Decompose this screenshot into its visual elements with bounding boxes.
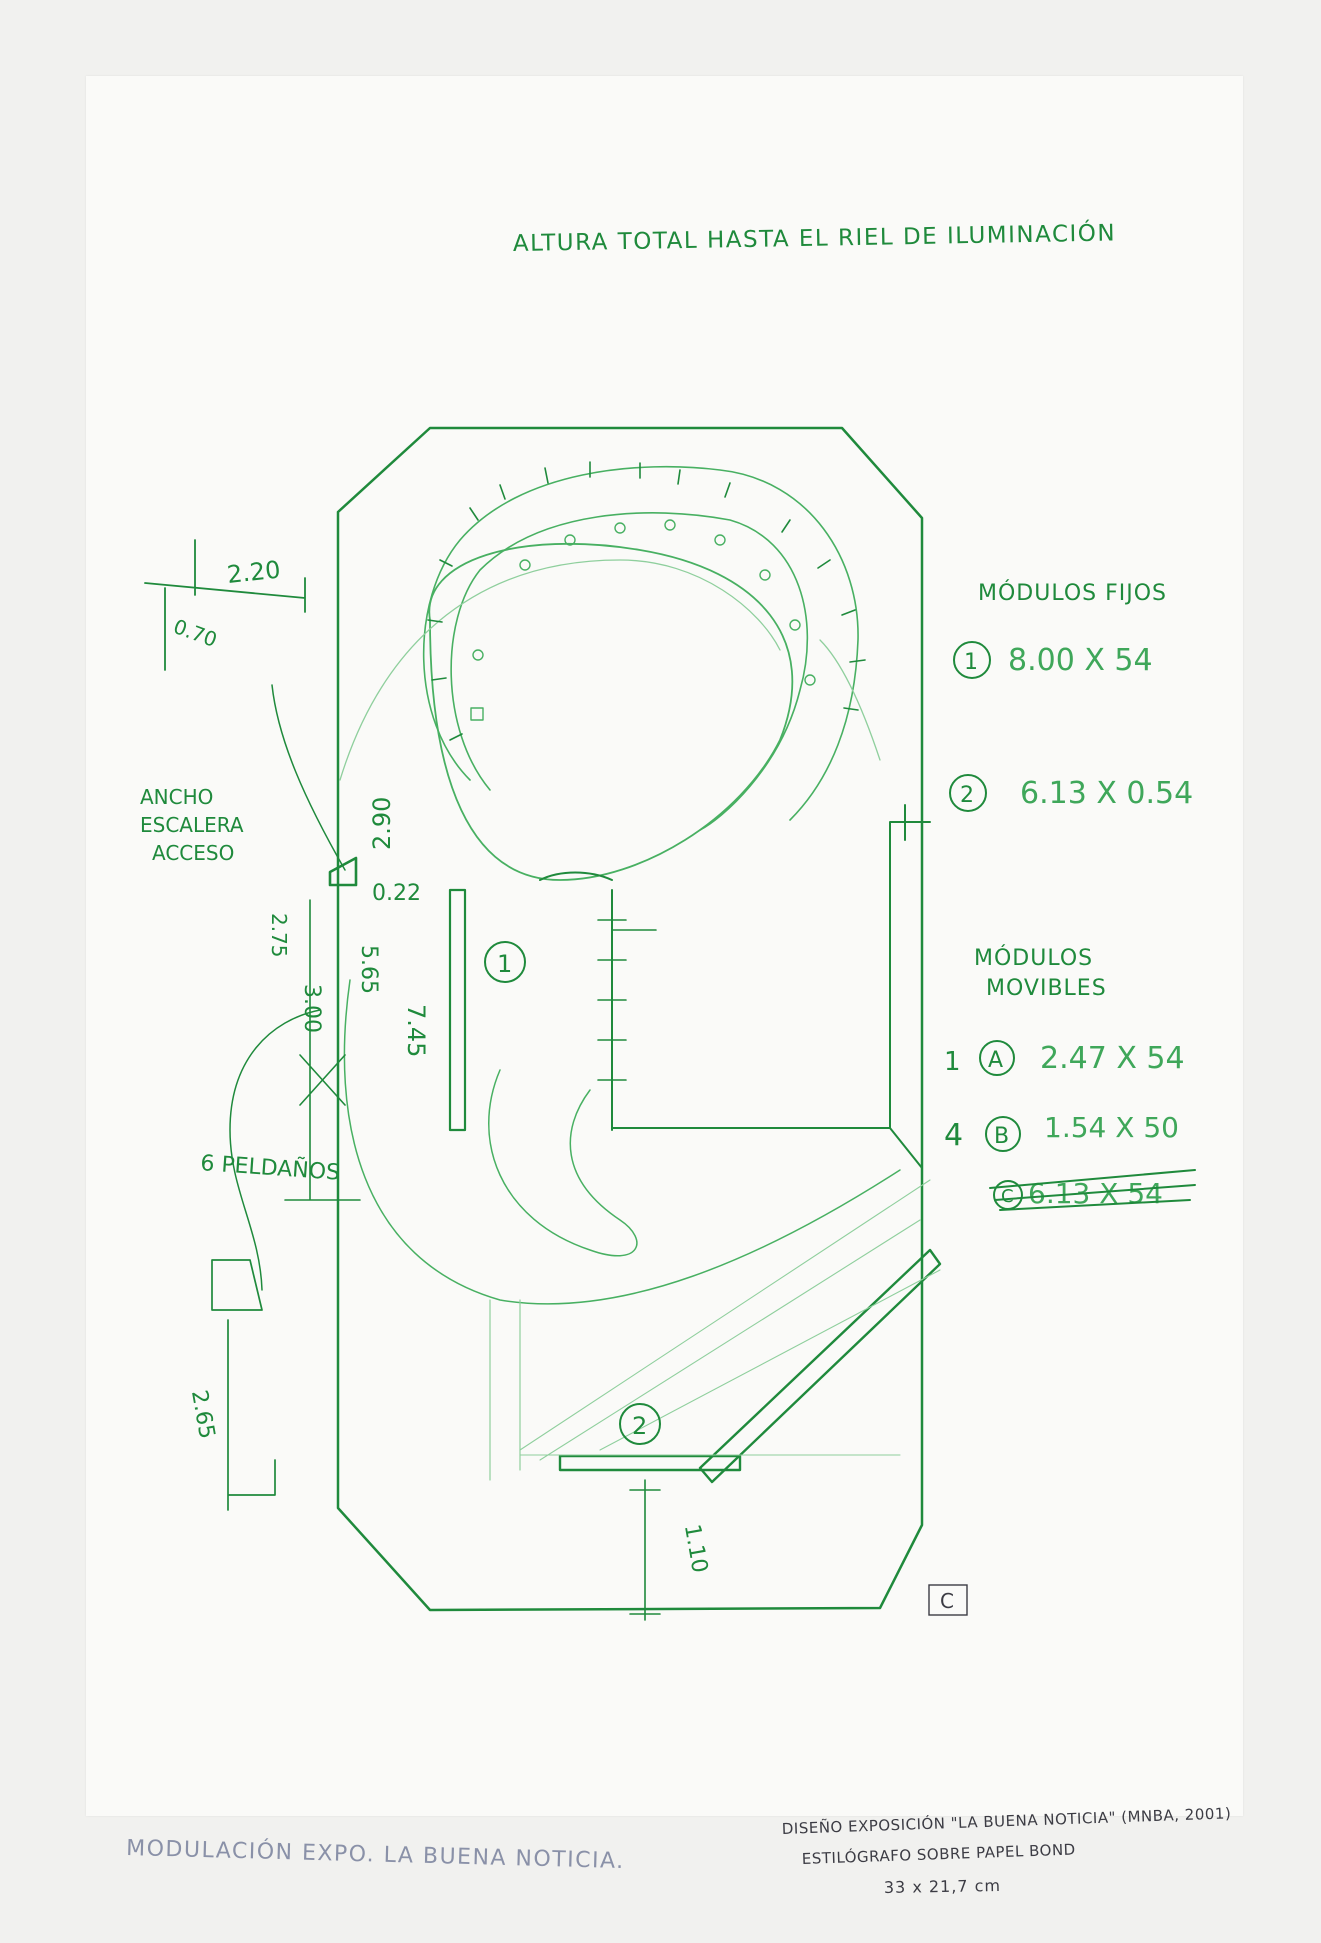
dim-565: 5.65 (356, 945, 381, 994)
fixed-module-1: 1 8.00 X 54 (953, 641, 1153, 679)
diagonal-hatch (519, 1179, 941, 1461)
right-wall-module (889, 804, 931, 1129)
dim-275: 2.75 (267, 913, 291, 958)
spiral-inner (450, 512, 809, 831)
svg-text:1: 1 (944, 1047, 961, 1077)
footer-caption-3: 33 x 21,7 cm (884, 1876, 1001, 1897)
svg-text:A: A (988, 1048, 1003, 1073)
movable-modules-title-2: MOVIBLES (986, 976, 1107, 1001)
stair-note-line2: ESCALERA (140, 813, 244, 837)
dim-265: 2.65 (186, 1388, 219, 1441)
spiral-outer (422, 465, 859, 821)
movable-module-a: 1 A 2.47 X 54 (944, 1040, 1185, 1077)
fixed-modules-title: MÓDULOS FIJOS (978, 580, 1167, 606)
stair-block (328, 856, 358, 887)
svg-text:2: 2 (632, 1412, 647, 1440)
flow-curve-1 (343, 979, 901, 1305)
wall-module-1 (448, 888, 467, 1132)
fixed-module-2: 2 6.13 X 0.54 (949, 774, 1193, 812)
plan-marker-2: 2 (619, 1403, 661, 1445)
svg-text:C: C (940, 1589, 954, 1613)
dim-070: 0.70 (170, 614, 220, 652)
svg-text:6.13 X 0.54: 6.13 X 0.54 (1020, 776, 1193, 811)
footer-caption-2: ESTILÓGRAFO SOBRE PAPEL BOND (801, 1839, 1076, 1868)
oval-room (428, 543, 794, 881)
header-note: ALTURA TOTAL HASTA EL RIEL DE ILUMINACIÓ… (513, 218, 1117, 257)
svg-text:2.47 X 54: 2.47 X 54 (1040, 1041, 1185, 1076)
paper-sheet (86, 76, 1243, 1816)
dim-110: 1.10 (679, 1522, 712, 1575)
lower-left-dims (211, 1259, 276, 1511)
svg-text:4: 4 (944, 1118, 963, 1153)
dim-745: 7.45 (402, 1004, 430, 1057)
dim-220-line (144, 539, 306, 671)
dim-290: 2.90 (368, 797, 396, 850)
spiral-small-loops (470, 519, 816, 721)
footer-title: MODULACIÓN EXPO. LA BUENA NOTICIA. (126, 1835, 625, 1874)
spiral-ticks (427, 461, 866, 741)
svg-text:1: 1 (497, 950, 512, 978)
movable-module-c-struck: C 6.13 X 54 (989, 1169, 1196, 1211)
dim-022: 0.22 (372, 881, 421, 906)
wall-module-2 (558, 1454, 742, 1472)
stair-leader (271, 684, 346, 871)
sheet-mark: C (928, 1584, 968, 1616)
dim-300: 3.00 (299, 984, 324, 1033)
svg-text:B: B (994, 1124, 1009, 1149)
step-curve (229, 1009, 321, 1291)
svg-text:2: 2 (960, 783, 974, 808)
stem-ticks (597, 919, 657, 1081)
plan-marker-1: 1 (484, 941, 526, 983)
sweep-curve-2 (819, 639, 881, 761)
svg-text:8.00 X 54: 8.00 X 54 (1008, 643, 1153, 678)
svg-text:C: C (1001, 1186, 1014, 1207)
steps-note: 6 PELDAÑOS (200, 1149, 341, 1186)
dim-220: 2.20 (226, 556, 282, 589)
diagonal-module (698, 1248, 942, 1484)
stair-note-line3: ACCESO (152, 841, 234, 865)
svg-text:1.54 X 50: 1.54 X 50 (1044, 1111, 1179, 1144)
footer-caption-1: DISEÑO EXPOSICIÓN "LA BUENA NOTICIA" (MN… (781, 1803, 1231, 1838)
movable-module-b: 4 B 1.54 X 50 (944, 1111, 1179, 1153)
flow-curve-2 (488, 1069, 638, 1257)
stair-note-line1: ANCHO (140, 785, 213, 809)
movable-modules-title-1: MÓDULOS (974, 945, 1093, 971)
bottom-dimension-line (629, 1479, 661, 1621)
svg-text:1: 1 (964, 650, 978, 675)
sweep-curve-1 (339, 559, 781, 781)
strikethrough-lines (989, 1169, 1196, 1211)
left-dim-verticals (284, 899, 361, 1201)
room-outline (336, 426, 924, 1612)
